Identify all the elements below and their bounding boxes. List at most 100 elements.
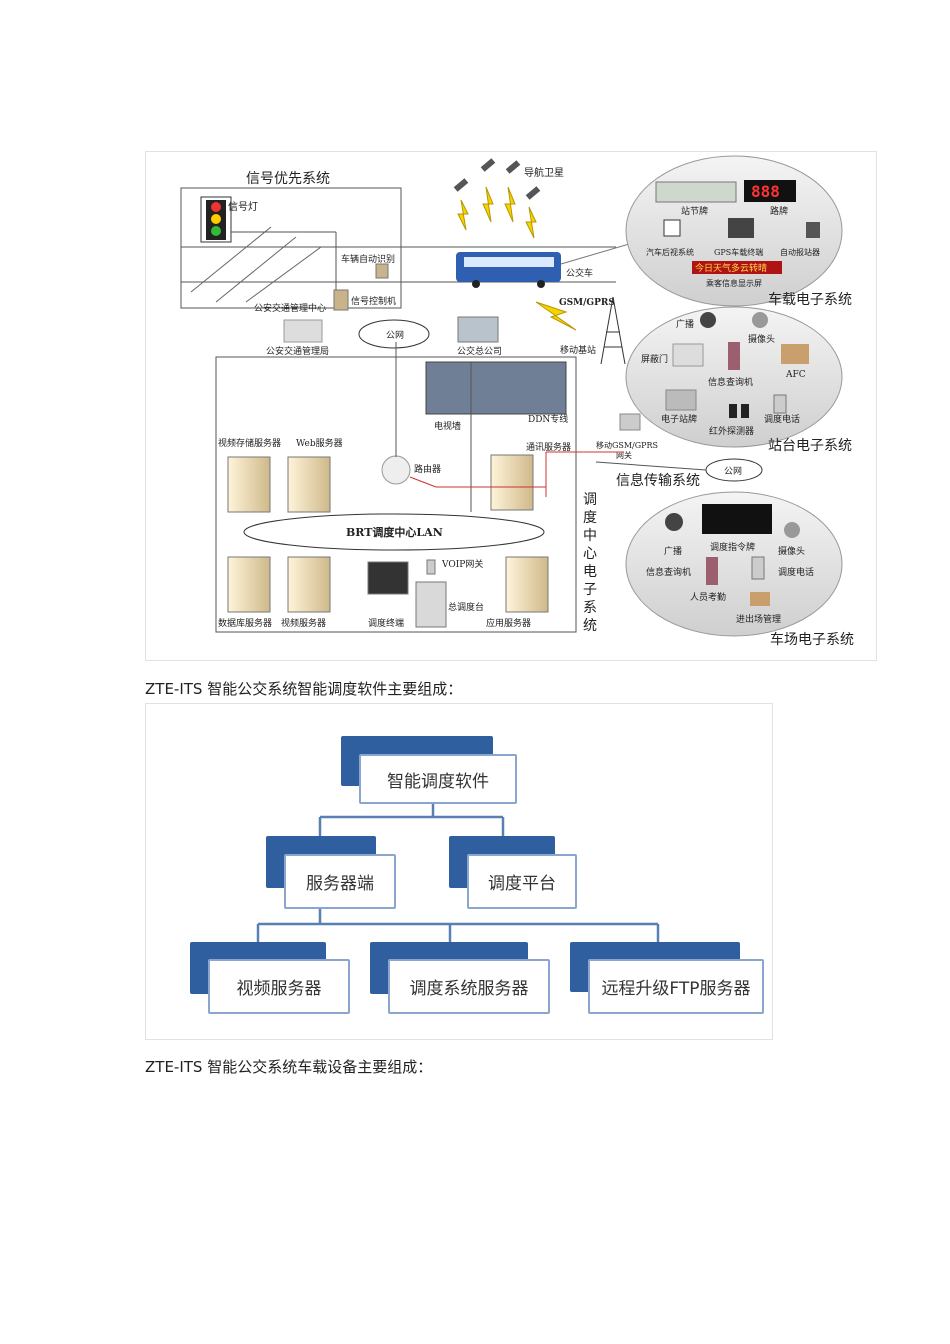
- auto-announcer-label: 自动报站器: [780, 247, 820, 257]
- signal-light-label: 信号灯: [228, 201, 258, 213]
- tv-wall-label: 电视墙: [434, 420, 461, 432]
- base-station-icon: [600, 296, 626, 365]
- stop-sign-label: 站节牌: [681, 205, 708, 217]
- main-console-label: 总调度台: [448, 601, 484, 613]
- satellite-icon: [453, 158, 541, 239]
- org-platform-node: 调度平台: [467, 854, 577, 909]
- ir-detector-label: 红外探测器: [709, 425, 754, 437]
- caption-onboard: ZTE-ITS 智能公交系统车载设备主要组成：: [145, 1058, 433, 1076]
- base-station-label: 移动基站: [560, 344, 596, 356]
- software-org-chart: 智能调度软件 服务器端 调度平台 视频服务器 调度系统服务器 远程升级FTP服务…: [145, 703, 773, 1040]
- route-sign-label: 路牌: [770, 205, 788, 217]
- ir-detector-icon: [729, 404, 737, 418]
- signal-controller-label: 信号控制机: [351, 295, 396, 307]
- voip-label: VOIP网关: [441, 558, 483, 570]
- center-title-char: 电: [583, 564, 597, 580]
- center-title-char: 统: [583, 618, 597, 634]
- mobile-gateway-label: 移动GSM/GPRS: [596, 440, 658, 450]
- web-server-icon: [287, 456, 331, 513]
- db-server-label: 数据库服务器: [218, 617, 272, 629]
- passenger-display-text: 今日天气多云转晴: [695, 262, 767, 274]
- center-title-char: 子: [583, 582, 597, 598]
- voip-gateway-icon: [426, 559, 436, 575]
- center-title-char: 调: [583, 492, 597, 508]
- rear-view-camera-icon: [663, 219, 681, 237]
- broadcast-speaker-icon: [700, 312, 716, 328]
- center-title-char: 心: [583, 546, 597, 562]
- stop-sign-device-icon: [655, 181, 737, 203]
- depot-info-kiosk-label: 信息查询机: [646, 566, 691, 578]
- app-server-label: 应用服务器: [486, 617, 531, 629]
- dispatch-terminal-icon: [367, 561, 409, 595]
- bus-company-label: 公交总公司: [457, 345, 502, 357]
- diagram-canvas: 信号优先系统 信号灯 车辆自动识别 信号控制机 公安交通管理中心 导航卫星 公交…: [180, 155, 854, 648]
- depot-dispatch-phone-label: 调度电话: [778, 566, 814, 578]
- camera-icon: [752, 312, 768, 328]
- depot-system-title: 车场电子系统: [770, 631, 854, 648]
- station-camera-label: 摄像头: [748, 333, 775, 345]
- web-server-label: Web服务器: [296, 437, 343, 449]
- bus-label: 公交车: [566, 267, 593, 279]
- org-ftp-server-node: 远程升级FTP服务器: [588, 959, 764, 1014]
- org-video-server-node: 视频服务器: [208, 959, 350, 1014]
- depot-broadcast-label: 广播: [664, 545, 682, 557]
- tv-wall-icon: [425, 361, 567, 415]
- station-broadcast-label: 广播: [676, 318, 694, 330]
- public-net-label: 公网: [386, 330, 404, 341]
- route-sign-device-icon: [744, 180, 796, 202]
- ir-detector-icon: [741, 404, 749, 418]
- onboard-system-title: 车载电子系统: [768, 291, 852, 308]
- gateway-label: 网关: [616, 450, 632, 460]
- gsm-label: GSM/GPRS: [559, 298, 615, 308]
- attendance-label: 人员考勤: [690, 591, 726, 603]
- depot-camera-label: 摄像头: [778, 545, 805, 557]
- gps-terminal-icon: [728, 218, 754, 238]
- passenger-display-icon: [692, 261, 782, 274]
- e-sign-label: 电子站牌: [661, 413, 697, 425]
- center-title-char: 度: [583, 510, 597, 526]
- info-kiosk-icon: [728, 342, 740, 370]
- satellite-label: 导航卫星: [524, 166, 564, 179]
- info-transmission-label: 信息传输系统: [616, 472, 700, 489]
- router-icon: [381, 455, 411, 485]
- center-vertical-title: 调 度 中 心 电 子 系 统: [583, 492, 597, 634]
- lan-label: BRT调度中心LAN: [346, 525, 443, 539]
- station-system-bubble: [625, 306, 843, 448]
- afc-label: AFC: [785, 370, 806, 380]
- e-sign-device-icon: [665, 389, 697, 411]
- public-net2-label: 公网: [724, 466, 742, 477]
- video-server-icon: [287, 556, 331, 613]
- station-dispatch-phone-label: 调度电话: [764, 413, 800, 425]
- main-console-icon: [415, 581, 447, 628]
- depot-phone-icon: [751, 556, 765, 580]
- system-architecture-diagram: 信号优先系统 信号灯 车辆自动识别 信号控制机 公安交通管理中心 导航卫星 公交…: [145, 151, 877, 661]
- bus-company-building-icon: [457, 316, 499, 343]
- router-label: 路由器: [414, 463, 441, 475]
- yellow-light-icon: [211, 214, 221, 224]
- org-root-node: 智能调度软件: [359, 754, 517, 804]
- org-connectors: [256, 804, 660, 944]
- bus-icon: [456, 252, 561, 288]
- in-out-label: 进出场管理: [736, 613, 781, 625]
- signal-priority-title: 信号优先系统: [246, 171, 330, 187]
- db-server-icon: [227, 556, 271, 613]
- rear-view-label: 汽车后视系统: [646, 247, 694, 257]
- vehicle-id-device-icon: [375, 263, 389, 279]
- dispatch-board-icon: [702, 504, 772, 534]
- org-dispatch-server-node: 调度系统服务器: [388, 959, 550, 1014]
- signal-priority-box: [180, 187, 402, 309]
- comm-server-icon: [490, 454, 534, 511]
- in-out-device-icon: [750, 592, 770, 606]
- video-storage-label: 视频存储服务器: [218, 437, 281, 449]
- dispatch-board-label: 调度指令牌: [710, 541, 755, 553]
- vehicle-id-label: 车辆自动识别: [341, 253, 395, 265]
- mobile-gateway-icon: [619, 413, 641, 431]
- brt-lan-cloud: [243, 513, 545, 551]
- screen-door-label: 屏蔽门: [641, 353, 668, 365]
- green-light-icon: [211, 226, 221, 236]
- center-title-char: 系: [583, 600, 597, 616]
- station-system-title: 站台电子系统: [768, 438, 852, 454]
- dispatch-terminal-label: 调度终端: [368, 617, 404, 629]
- station-info-kiosk-label: 信息查询机: [708, 376, 753, 388]
- org-server-node: 服务器端: [284, 854, 396, 909]
